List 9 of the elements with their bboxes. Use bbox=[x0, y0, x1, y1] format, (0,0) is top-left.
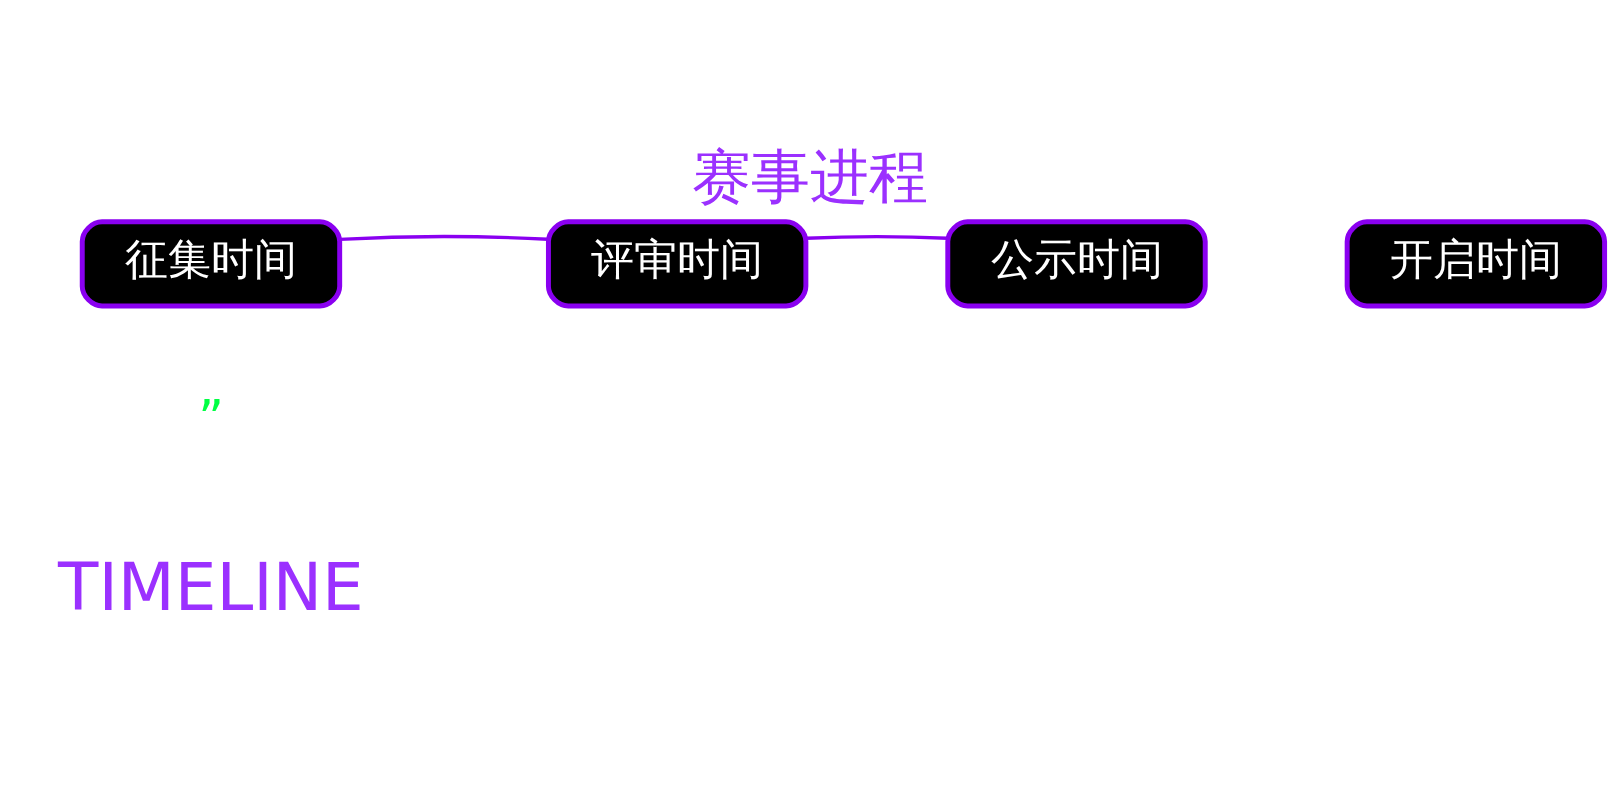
node-box: 开启时间 bbox=[1344, 219, 1608, 309]
diagram-title: 赛事进程 bbox=[692, 141, 928, 211]
connector bbox=[806, 235, 948, 240]
label: TIMELINE bbox=[58, 549, 364, 627]
connector bbox=[339, 235, 548, 241]
node-box: 征集时间 bbox=[79, 219, 343, 309]
label: ” bbox=[198, 388, 224, 447]
node-box: 评审时间 bbox=[545, 219, 809, 309]
node-box: 公示时间 bbox=[945, 219, 1208, 309]
